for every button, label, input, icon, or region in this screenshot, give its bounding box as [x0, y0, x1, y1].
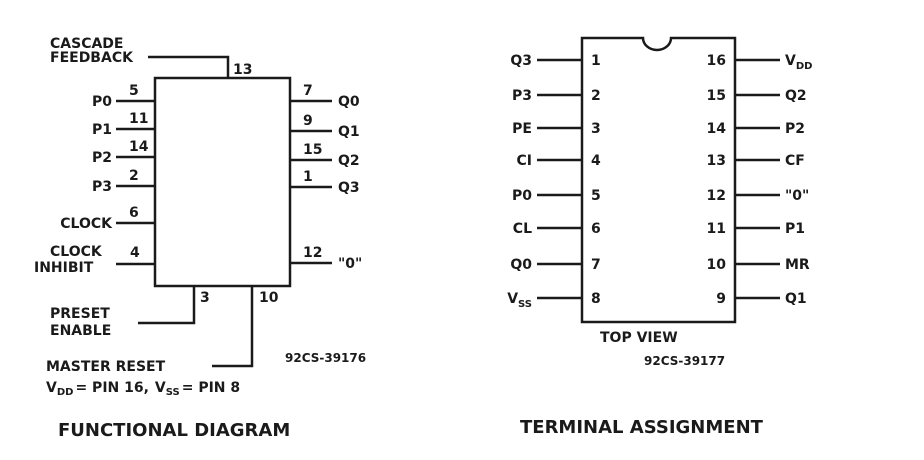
terminal-right-pin-label: P2 — [785, 121, 805, 137]
terminal-right-pin-number: 16 — [707, 53, 726, 69]
functional-right-pin-label: Q0 — [338, 94, 360, 110]
clock-inhibit-label-line2: INHIBIT — [34, 260, 94, 276]
terminal-assignment-code: 92CS-39177 — [644, 354, 725, 368]
cascade-label-line2: FEEDBACK — [50, 50, 134, 66]
dip-package-outline — [580, 36, 737, 324]
cascade-wire — [148, 55, 230, 78]
functional-left-pin-number: 6 — [129, 205, 139, 221]
functional-right-pin-label: "0" — [338, 256, 362, 272]
top-view-label: TOP VIEW — [600, 330, 678, 346]
terminal-right-pin-number: 15 — [707, 88, 726, 104]
terminal-left-pin-number: 1 — [591, 53, 601, 69]
terminal-left-pin-number: 4 — [591, 153, 601, 169]
terminal-right-pin-label: MR — [785, 257, 810, 273]
terminal-left-pin-number: 6 — [591, 221, 601, 237]
preset-label-line1: PRESET — [50, 306, 110, 322]
terminal-left-pin-label: CI — [517, 153, 532, 169]
power-note: VDD= PIN 16,VSS= PIN 8 — [46, 380, 240, 398]
terminal-left-pin-number: 7 — [591, 257, 601, 273]
functional-left-pin-number: 2 — [129, 168, 139, 184]
clock-inhibit-pin-number: 4 — [130, 245, 140, 261]
cascade-pin-number: 13 — [233, 62, 252, 78]
functional-right-pin-label: Q3 — [338, 180, 360, 196]
functional-right-pin-number: 12 — [303, 245, 322, 261]
terminal-right-pin-number: 9 — [716, 291, 726, 307]
terminal-left-pin-number: 5 — [591, 188, 601, 204]
functional-left-pin-number: 5 — [129, 83, 139, 99]
functional-chip-body — [153, 76, 292, 288]
terminal-right-pin-label: P1 — [785, 221, 805, 237]
terminal-left-pin-label: PE — [512, 121, 532, 137]
functional-left-pin-label: P0 — [92, 94, 112, 110]
master-reset-wire — [212, 286, 254, 368]
terminal-right-pin-number: 13 — [707, 153, 726, 169]
terminal-left-pin-label: P3 — [512, 88, 532, 104]
functional-right-pin-label: Q1 — [338, 124, 360, 140]
functional-left-pin-label: P2 — [92, 150, 112, 166]
functional-right-pin-number: 7 — [303, 83, 313, 99]
clock-inhibit-label-line1: CLOCK — [50, 244, 103, 260]
terminal-right-pin-number: 14 — [707, 121, 727, 137]
terminal-right-pin-number: 11 — [707, 221, 726, 237]
functional-diagram: CASCADE FEEDBACK 13 P05P111P214P32CLOCK6… — [34, 36, 366, 441]
preset-pin-number: 3 — [200, 290, 210, 306]
terminal-left-pin-label: Q3 — [510, 53, 532, 69]
terminal-left-pin-number: 3 — [591, 121, 601, 137]
functional-right-pin-number: 15 — [303, 142, 322, 158]
functional-left-pin-label: CLOCK — [60, 216, 113, 232]
terminal-assignment-caption: TERMINAL ASSIGNMENT — [520, 417, 764, 438]
terminal-left-pin-label: VSS — [507, 291, 532, 310]
cascade-label-line1: CASCADE — [50, 36, 124, 52]
functional-left-pin-label: P1 — [92, 122, 112, 138]
terminal-right-pin-number: 10 — [707, 257, 727, 273]
terminal-left-pin-label: Q0 — [510, 257, 532, 273]
terminal-left-pin-number: 8 — [591, 291, 601, 307]
functional-left-pin-number: 11 — [129, 111, 148, 127]
terminal-right-pin-label: VDD — [785, 53, 812, 72]
functional-diagram-code: 92CS-39176 — [285, 351, 366, 365]
master-reset-label: MASTER RESET — [46, 359, 166, 375]
terminal-right-pin-label: Q1 — [785, 291, 807, 307]
terminal-left-pin-label: P0 — [512, 188, 532, 204]
functional-left-pin-label: P3 — [92, 179, 112, 195]
functional-right-pin-number: 1 — [303, 169, 313, 185]
terminal-left-pin-label: CL — [513, 221, 532, 237]
terminal-left-pin-number: 2 — [591, 88, 601, 104]
terminal-right-pin-label: CF — [785, 153, 805, 169]
functional-right-pin-number: 9 — [303, 113, 313, 129]
terminal-right-pin-label: "0" — [785, 188, 809, 204]
functional-left-pin-number: 14 — [129, 139, 149, 155]
functional-diagram-caption: FUNCTIONAL DIAGRAM — [58, 420, 290, 441]
terminal-right-pin-number: 12 — [707, 188, 726, 204]
preset-wire — [138, 286, 196, 325]
master-reset-pin-number: 10 — [259, 290, 279, 306]
functional-right-pin-label: Q2 — [338, 153, 360, 169]
terminal-right-pin-label: Q2 — [785, 88, 807, 104]
preset-label-line2: ENABLE — [50, 323, 111, 339]
